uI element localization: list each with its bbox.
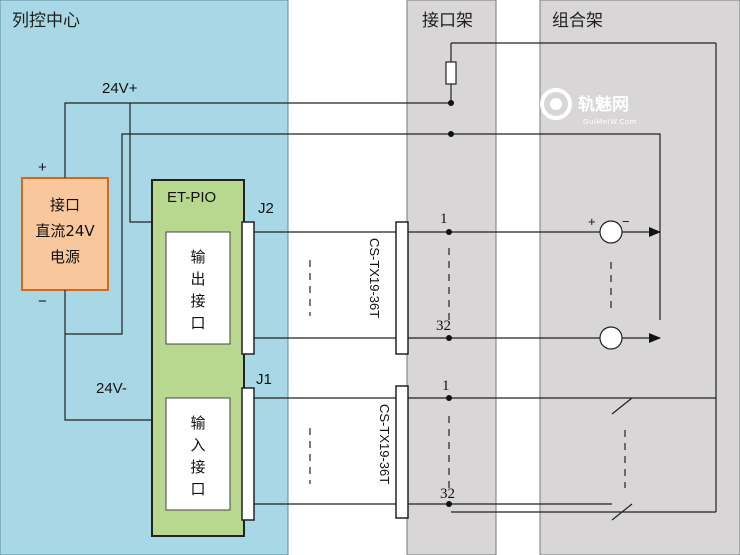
output-port-box — [165, 231, 231, 345]
bottom-connector-label: CS-TX19-36T — [377, 404, 392, 484]
power-supply-box — [21, 177, 109, 291]
top-pin-first: 1 — [440, 211, 448, 227]
indicator-plus: + — [588, 214, 596, 229]
terminal-dot — [448, 131, 454, 137]
watermark-logo: 轨魅网 GuiMeiW.Com — [540, 88, 637, 126]
bottom-connector-block — [395, 385, 409, 519]
watermark-icon-inner — [550, 98, 562, 110]
watermark-title: 轨魅网 — [578, 94, 629, 115]
combination-rack-title: 组合架 — [552, 11, 603, 31]
power-supply-minus: − — [38, 293, 47, 310]
input-port-box — [165, 397, 231, 511]
interface-rack-title: 接口架 — [422, 11, 473, 31]
input-port-char-3: 接 — [190, 458, 205, 476]
et-pio-title: ET-PIO — [167, 189, 216, 206]
input-port-char-2: 入 — [190, 436, 205, 454]
j1-terminal-strip — [241, 387, 255, 521]
watermark-subtitle: GuiMeiW.Com — [583, 118, 637, 126]
bottom-pin-last: 32 — [440, 486, 455, 502]
contact-1 — [611, 397, 633, 415]
terminal-dot — [446, 229, 452, 235]
top-connector-label: CS-TX19-36T — [367, 238, 382, 318]
positive-rail-label: 24V+ — [102, 80, 138, 97]
output-port-char-4: 口 — [190, 314, 205, 332]
negative-rail-label: 24V- — [96, 380, 127, 397]
output-signal-lines — [254, 227, 661, 343]
indicator-minus: − — [622, 214, 630, 229]
indicator-lamp-32 — [599, 326, 623, 350]
fuse — [445, 61, 457, 85]
power-supply-line-3: 电源 — [50, 248, 80, 266]
terminal-dot — [446, 395, 452, 401]
control-center-title: 列控中心 — [12, 11, 80, 31]
terminal-dot — [446, 501, 452, 507]
output-port-char-1: 输 — [190, 248, 205, 266]
bottom-pin-first: 1 — [442, 378, 450, 394]
output-port-char-2: 出 — [190, 270, 205, 288]
combination-rack-panel — [539, 0, 740, 555]
j1-label: J1 — [256, 371, 272, 388]
input-port-char-1: 输 — [190, 414, 205, 432]
top-pin-last: 32 — [436, 318, 451, 334]
watermark-icon — [540, 88, 572, 120]
input-port-char-4: 口 — [190, 480, 205, 498]
power-supply-line-2: 直流24V — [35, 222, 95, 240]
output-port-char-3: 接 — [190, 292, 205, 310]
power-supply-plus: + — [38, 159, 47, 176]
contact-32 — [611, 503, 633, 521]
power-supply-line-1: 接口 — [50, 196, 80, 214]
top-connector-block — [395, 221, 409, 355]
terminal-dot — [446, 335, 452, 341]
negative-rail-wiring — [64, 131, 661, 421]
j2-label: J2 — [258, 200, 274, 217]
terminal-dot — [448, 100, 454, 106]
input-signal-lines — [254, 395, 716, 521]
j2-terminal-strip — [241, 221, 255, 355]
indicator-lamp-1 — [599, 220, 623, 244]
positive-rail-wiring — [64, 42, 717, 513]
